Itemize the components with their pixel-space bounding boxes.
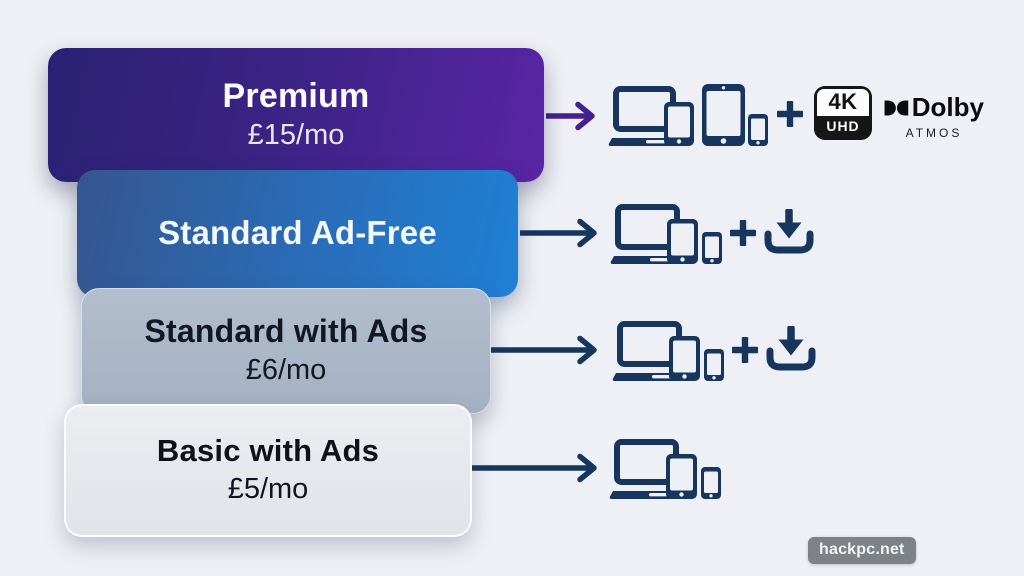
phone-icon	[704, 349, 724, 381]
plus-icon	[777, 101, 803, 127]
plan-price: £15/mo	[247, 119, 345, 152]
arrow-right-icon	[468, 453, 597, 483]
download-icon	[766, 326, 816, 371]
device-set-basic-with-ads	[609, 439, 721, 499]
tablet-large-icon	[702, 84, 745, 146]
dolby-double-d-icon	[884, 99, 909, 116]
laptop-icon	[608, 86, 680, 146]
plan-title: Premium	[222, 77, 370, 116]
plan-price: £5/mo	[227, 473, 309, 506]
phone-icon	[701, 467, 721, 499]
tablet-icon	[667, 219, 698, 264]
download-icon	[764, 209, 814, 254]
plan-title: Standard Ad-Free	[158, 214, 437, 252]
uhd-badge-bottom-label: UHD	[826, 118, 860, 135]
plan-card-premium: Premium £15/mo	[48, 48, 544, 182]
plan-card-standard-adfree: Standard Ad-Free	[77, 170, 518, 297]
device-set-standard-with-ads	[612, 321, 724, 381]
plan-card-standard-with-ads: Standard with Ads £6/mo	[81, 288, 491, 414]
arrow-right-icon	[546, 101, 595, 131]
plan-price: £6/mo	[245, 354, 327, 387]
tablet-icon	[664, 102, 694, 146]
dolby-atmos-label: ATMOS	[905, 126, 963, 140]
plan-title: Basic with Ads	[156, 433, 380, 469]
device-set-premium	[608, 84, 768, 146]
plan-title: Standard with Ads	[144, 313, 428, 350]
uhd-badge-top-label: 4K	[817, 89, 869, 116]
arrow-right-icon	[491, 335, 597, 365]
tablet-icon	[669, 336, 700, 381]
dolby-atmos-logo: Dolby ATMOS	[884, 92, 984, 140]
uhd-4k-badge: 4K UHD	[814, 86, 872, 140]
plus-icon	[732, 337, 758, 363]
laptop-icon	[609, 439, 683, 499]
device-set-standard-adfree	[610, 204, 722, 264]
phone-icon	[748, 114, 768, 146]
arrow-right-icon	[520, 218, 597, 248]
dolby-wordmark: Dolby	[911, 92, 984, 122]
tablet-icon	[666, 454, 697, 499]
phone-icon	[702, 232, 722, 264]
plan-card-basic-with-ads: Basic with Ads £5/mo	[64, 404, 472, 537]
watermark-badge: hackpc.net	[808, 537, 916, 564]
plus-icon	[730, 220, 756, 246]
